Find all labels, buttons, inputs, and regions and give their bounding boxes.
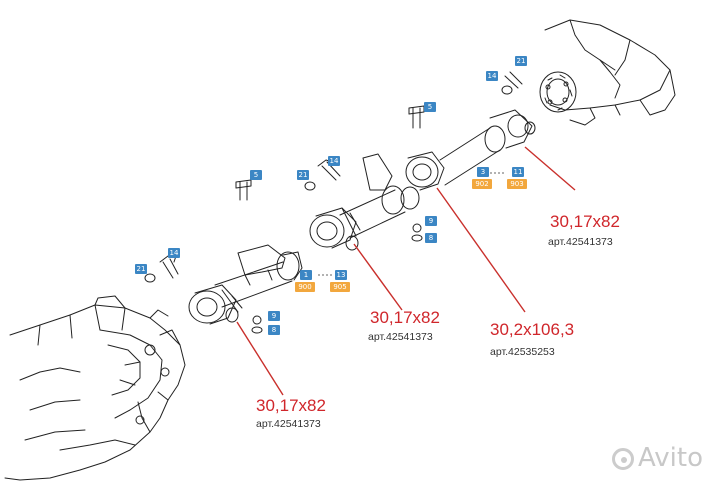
callout-dimension-2: 30,17x82	[370, 308, 440, 327]
part-badge-902: 902	[472, 179, 492, 189]
avito-watermark: Avito	[612, 443, 703, 473]
leader-line-2	[353, 243, 403, 311]
callout-article-3: арт.42535253	[490, 346, 555, 358]
part-badge-9: 9	[268, 311, 280, 321]
part-badge-21: 21	[297, 170, 309, 180]
watermark-text: Avito	[638, 443, 703, 473]
driveshaft-2	[309, 153, 420, 251]
part-badge-21: 21	[135, 264, 147, 274]
callout-article-2: арт.42541373	[368, 331, 433, 343]
gearbox-housing	[4, 295, 186, 481]
fasteners	[144, 71, 523, 334]
callout-article-1: арт.42541373	[256, 418, 321, 430]
part-badge-5: 5	[424, 102, 436, 112]
part-badge-9: 9	[425, 216, 437, 226]
part-badge-1: 1	[300, 270, 312, 280]
leader-line-3	[436, 187, 526, 313]
leader-line-4	[524, 146, 576, 191]
leader-lines	[236, 146, 576, 396]
driveshaft-1	[188, 244, 303, 325]
callout-article-4: арт.42541373	[548, 236, 613, 248]
badge-connectors	[318, 172, 505, 276]
part-badge-905: 905	[330, 282, 350, 292]
part-badge-14: 14	[328, 156, 340, 166]
part-badge-8: 8	[268, 325, 280, 335]
part-badge-903: 903	[507, 179, 527, 189]
differential-housing	[539, 19, 676, 126]
avito-logo-icon	[612, 447, 634, 470]
part-badge-21: 21	[515, 56, 527, 66]
leader-line-1	[236, 321, 284, 396]
part-badge-8: 8	[425, 233, 437, 243]
driveshaft-3	[405, 109, 536, 191]
callout-dimension-4: 30,17x82	[550, 212, 620, 231]
callout-dimension-3: 30,2x106,3	[490, 320, 575, 339]
callout-dimension-1: 30,17x82	[256, 396, 326, 415]
part-badge-3: 3	[477, 167, 489, 177]
part-badge-14: 14	[486, 71, 498, 81]
part-badge-14: 14	[168, 248, 180, 258]
part-badge-5: 5	[250, 170, 262, 180]
part-badge-13: 13	[335, 270, 347, 280]
part-badge-11: 11	[512, 167, 524, 177]
part-badge-900: 900	[295, 282, 315, 292]
